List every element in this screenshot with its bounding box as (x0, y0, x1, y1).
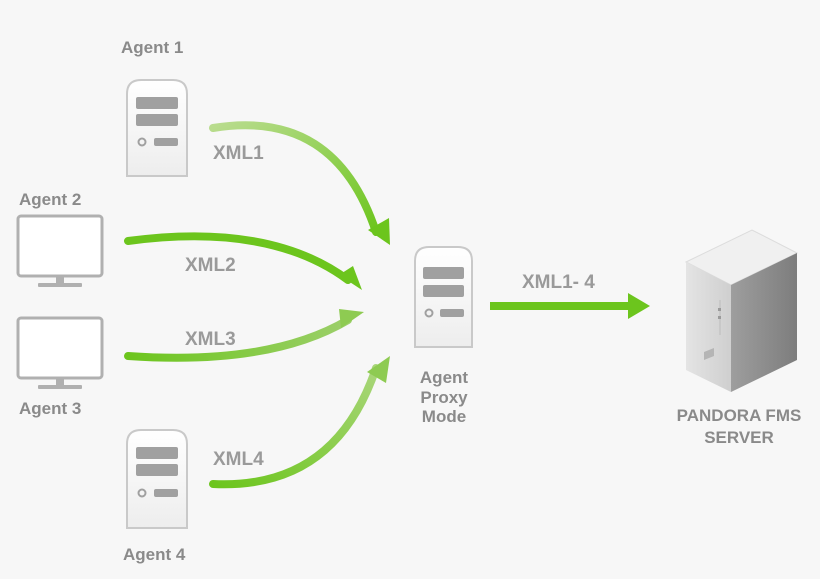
proxy-label-line3: Mode (421, 407, 467, 427)
server-label-line2: SERVER (704, 428, 774, 448)
proxy-label-line1: Agent (419, 368, 469, 387)
proxy-tower-icon (414, 246, 473, 348)
agent2-label: Agent 2 (19, 190, 82, 209)
pandora-server-icon (684, 229, 799, 392)
arrow-xml1 (209, 121, 390, 245)
xml4-label: XML4 (213, 449, 264, 470)
arrow-xml3 (124, 309, 364, 362)
server-label: PANDORA FMS SERVER (659, 405, 819, 449)
arrow-xml1-4 (490, 293, 650, 319)
agent1-label: Agent 1 (121, 38, 184, 57)
xml1-4-label: XML1- 4 (522, 272, 595, 293)
agent4-label: Agent 4 (123, 545, 186, 564)
agent4-tower-icon (126, 429, 188, 529)
agent3-label: Agent 3 (19, 399, 82, 418)
arrow-xml2 (124, 232, 362, 290)
proxy-label-line2: Proxy (420, 387, 468, 407)
agent1-tower-icon (126, 79, 188, 177)
server-label-line1: PANDORA FMS (676, 406, 802, 425)
agent2-monitor-icon (16, 214, 104, 287)
proxy-label: Agent Proxy Mode (399, 368, 489, 427)
xml2-label: XML2 (185, 255, 236, 276)
agent3-monitor-icon (16, 316, 104, 389)
xml1-label: XML1 (213, 143, 264, 164)
xml3-label: XML3 (185, 329, 236, 350)
arrow-xml4 (209, 356, 390, 489)
